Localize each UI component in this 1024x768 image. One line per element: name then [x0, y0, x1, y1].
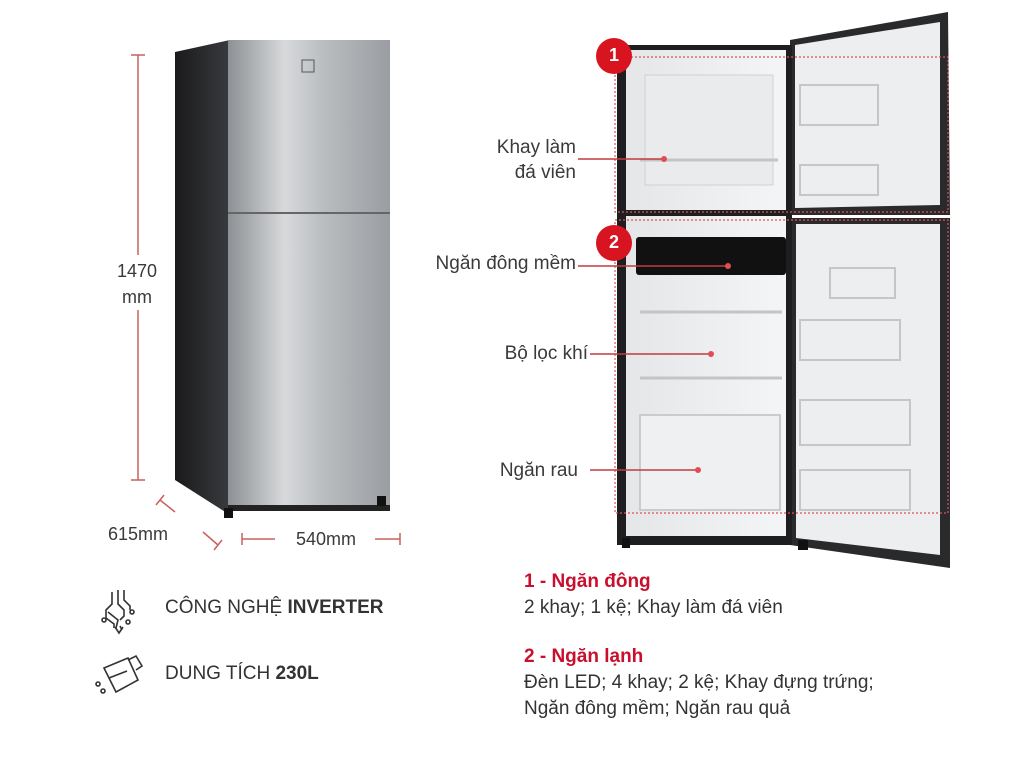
- depth-dimension-line: [155, 494, 223, 551]
- open-fridge: [578, 12, 950, 568]
- fridge-section-outline: [614, 219, 949, 514]
- callout-ice-tray-line1: Khay làm: [496, 137, 576, 158]
- crisper-drawer: [639, 414, 781, 511]
- section-freezer-desc: 2 khay; 1 kệ; Khay làm đá viên: [524, 597, 783, 618]
- callout-air-filter: Bộ lọc khí: [504, 343, 588, 364]
- height-unit: mm: [122, 287, 152, 307]
- width-dimension-line: [241, 533, 401, 545]
- height-dimension: 1470 mm: [104, 258, 170, 310]
- badge-2-number: 2: [608, 232, 619, 252]
- fridge-foot: [377, 496, 386, 506]
- feature-capacity-prefix: DUNG TÍCH: [165, 663, 276, 684]
- badge-1: [596, 38, 632, 74]
- feature-capacity: DUNG TÍCH 230L: [165, 663, 319, 685]
- feature-inverter-bold: INVERTER: [287, 597, 384, 618]
- callout-soft-freeze: Ngăn đông mềm: [435, 253, 576, 274]
- feature-capacity-bold: 230L: [275, 663, 319, 684]
- depth-dimension: 615mm: [108, 524, 169, 544]
- callout-ice-tray-line2: đá viên: [514, 162, 576, 183]
- brand-logo: [301, 59, 315, 73]
- badge-1-number: 1: [608, 45, 619, 65]
- section-fridge-title: 2 - Ngăn lạnh: [524, 646, 644, 667]
- soft-freeze-drawer: [636, 237, 786, 275]
- height-value: 1470: [116, 261, 158, 281]
- badge-2: [596, 225, 632, 261]
- closed-fridge: [175, 40, 390, 518]
- feature-inverter: CÔNG NGHỆ INVERTER: [165, 597, 384, 619]
- feature-inverter-prefix: CÔNG NGHỆ: [165, 597, 288, 618]
- callout-crisper: Ngăn rau: [499, 460, 578, 481]
- inverter-circuit-icon: [101, 590, 135, 635]
- section-fridge-desc: Đèn LED; 4 khay; 2 kệ; Khay đựng trứng; …: [524, 672, 874, 719]
- callout-ice-tray: Khay làm đá viên: [440, 135, 576, 185]
- fridge-foot: [224, 508, 233, 518]
- capacity-jar-icon: [95, 654, 144, 694]
- height-dimension-line: [131, 54, 145, 481]
- section-freezer-title: 1 - Ngăn đông: [524, 571, 651, 592]
- width-dimension: 540mm: [296, 529, 357, 549]
